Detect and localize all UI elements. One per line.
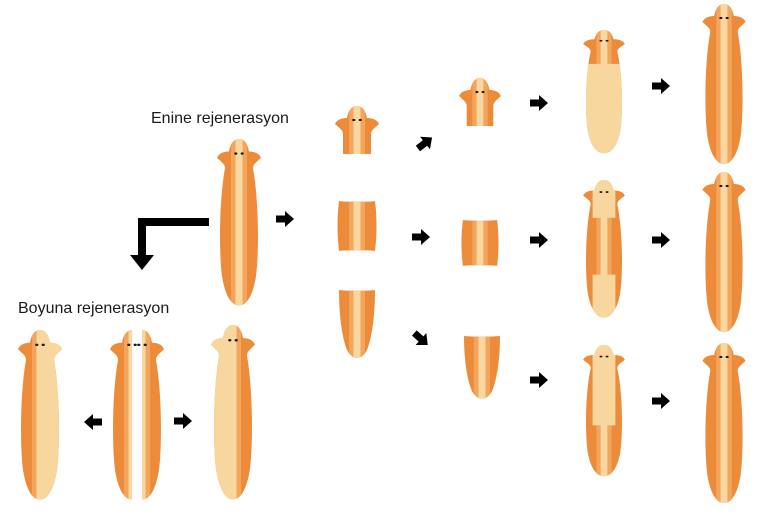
arrow-up-right-icon [415,136,433,152]
arrow-row2-col3-icon [530,232,548,248]
tail-piece [339,290,375,358]
parent-worm [217,139,261,306]
complete-worm-row2 [702,172,746,332]
elbow-arrow-down-icon [130,218,209,270]
head-fragment [459,78,501,126]
longitudinal-left-regenerated [18,330,62,500]
arrow-row2-col4-icon [652,232,670,248]
complete-worm-row3 [702,343,746,503]
mid-fragment [461,220,499,267]
arrow-parent-to-pieces-icon [276,211,294,227]
head-piece [335,106,379,154]
arrow-row1-col3-icon [530,95,548,111]
longitudinal-regeneration-label: Boyuna rejenerasyon [18,300,170,317]
regen-from-head [583,30,625,154]
tail-fragment [464,336,500,399]
arrow-down-right-icon [411,330,428,346]
transverse-regeneration-label: Enine rejenerasyon [151,110,289,127]
arrow-mid-right-icon [412,229,430,245]
middle-piece [337,201,377,251]
complete-worm-row1 [702,4,746,164]
arrow-row3-col3-icon [530,372,548,388]
arrow-row1-col4-icon [652,78,670,94]
arrow-row3-col4-icon [652,393,670,409]
regen-from-tail [583,345,625,477]
longitudinal-right-regenerated [211,325,255,500]
regen-from-middle [583,180,625,318]
arrow-right-longitudinal-icon [174,413,192,429]
arrow-left-icon [84,414,102,430]
